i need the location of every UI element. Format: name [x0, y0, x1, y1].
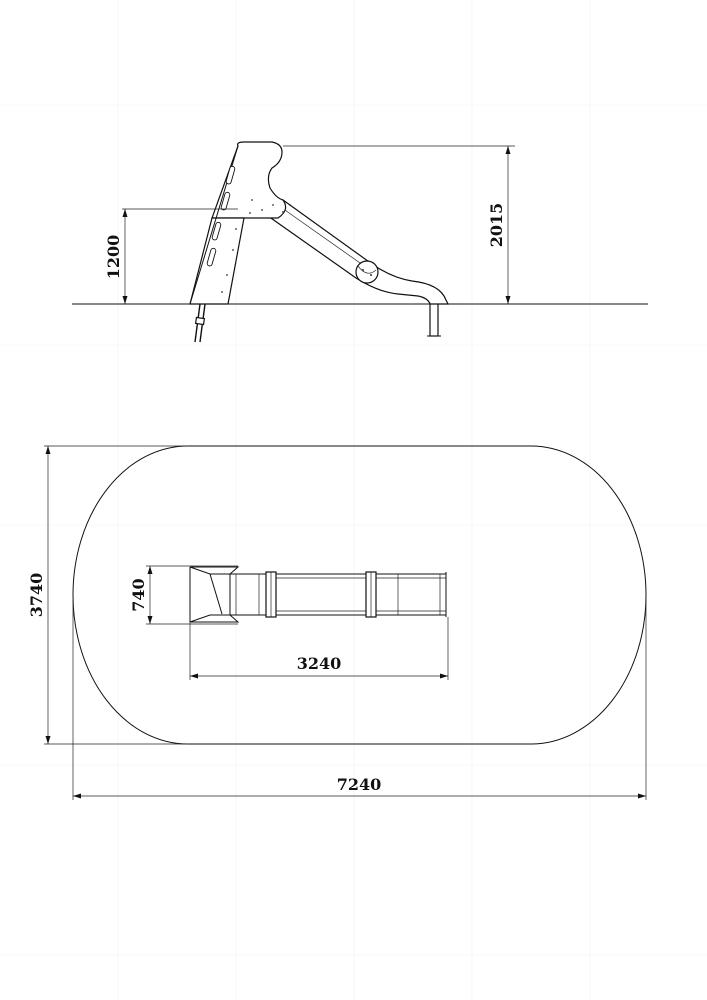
- panel-rivets: [221, 199, 291, 293]
- dimension-platform-height: 1200: [104, 208, 238, 304]
- dimension-slide-length: 3240: [189, 617, 449, 680]
- slide-length-label: 3240: [297, 654, 342, 673]
- platform-hood: [211, 141, 287, 219]
- plan-view: 740 3240 3740 7240: [27, 445, 647, 800]
- dimension-slide-width: 740: [129, 565, 208, 625]
- slide-joint-collar: [355, 260, 379, 284]
- exit-support-post: [427, 299, 441, 337]
- ladder-panel: [189, 217, 245, 305]
- slide-plan: [189, 565, 447, 625]
- platform-height-label: 1200: [104, 235, 123, 280]
- slide-chute: [267, 199, 449, 305]
- side-view: 1200 2015: [72, 141, 648, 343]
- total-height-label: 2015: [487, 203, 506, 248]
- safety-zone-outline: [72, 445, 647, 745]
- zone-width-label: 3740: [27, 573, 46, 618]
- slide-width-label: 740: [129, 578, 148, 611]
- dimension-total-height: 2015: [283, 145, 515, 304]
- zone-length-label: 7240: [337, 775, 382, 794]
- dimension-zone-width: 3740: [27, 445, 188, 745]
- ladder-hand-holes: [206, 165, 236, 267]
- ladder-anchor: [194, 303, 206, 343]
- dimension-zone-length: 7240: [72, 600, 647, 800]
